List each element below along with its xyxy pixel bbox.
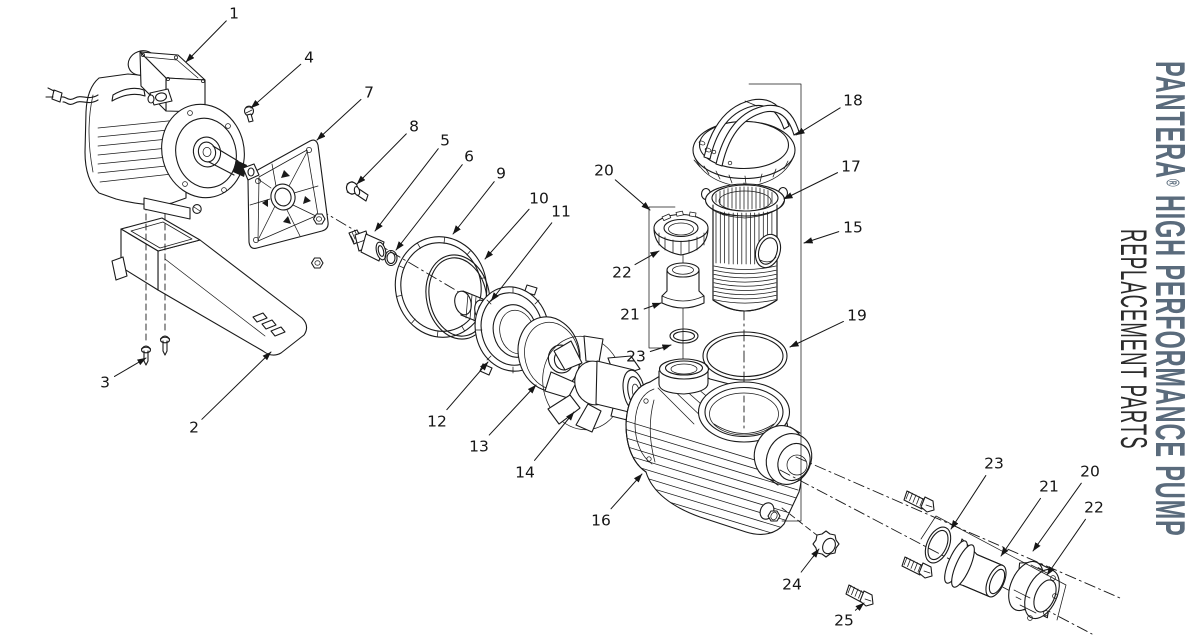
part-label-25: 25 (834, 612, 854, 630)
part-label-12: 12 (427, 413, 447, 431)
leader-line-24 (800, 548, 820, 573)
leader-line-13 (488, 384, 537, 436)
registered-mark: ® (1161, 178, 1183, 188)
part-label-22: 22 (612, 264, 632, 282)
brand-rest: HIGH PERFORMANCE PUMP (1147, 187, 1194, 537)
part-screw-4 (243, 105, 255, 123)
part-impeller (542, 335, 646, 433)
subtitle: REPLACEMENT PARTS (1113, 229, 1154, 450)
leader-line-11 (490, 222, 553, 302)
part-label-23: 23 (984, 455, 1004, 473)
part-label-6: 6 (464, 148, 474, 166)
part-oring-6 (384, 249, 398, 267)
leader-line-21 (643, 302, 662, 310)
leader-line-21 (1000, 497, 1042, 557)
leader-line-16 (610, 473, 643, 510)
leader-line-10 (484, 208, 530, 260)
part-label-13: 13 (469, 438, 489, 456)
leader-line-20 (1032, 482, 1082, 552)
part-union-tail-bottom (944, 538, 1007, 598)
leader-line-7 (316, 98, 362, 141)
drain-plug-axis (781, 507, 819, 537)
part-union-tail-top (661, 262, 705, 309)
part-label-8: 8 (409, 118, 419, 136)
part-label-23: 23 (626, 348, 646, 366)
leader-line-9 (452, 181, 495, 235)
part-label-1: 1 (229, 5, 239, 23)
leader-line-22 (1046, 518, 1086, 576)
part-bolt-25 (845, 584, 874, 607)
leader-line-18 (795, 107, 841, 136)
bracket-20-top (648, 206, 676, 349)
part-label-20: 20 (1080, 463, 1100, 481)
leader-line-5 (374, 148, 439, 232)
part-label-11: 11 (551, 203, 571, 221)
part-label-15: 15 (843, 219, 863, 237)
part-union-nut-bottom (1008, 560, 1060, 621)
part-label-7: 7 (364, 84, 374, 102)
part-bolt-b (901, 556, 933, 579)
part-screw-motor-face (192, 204, 202, 214)
part-base-screws (140, 335, 171, 366)
part-oring-23-bottom (924, 526, 952, 564)
part-oring-10 (425, 254, 491, 340)
part-label-16: 16 (591, 512, 611, 530)
brand-title: PANTERA® HIGH PERFORMANCE PUMP (1147, 61, 1194, 537)
leader-line-23 (649, 344, 672, 353)
part-hex-bolt-lower (310, 257, 324, 269)
part-label-19: 19 (847, 307, 867, 325)
part-label-24: 24 (782, 576, 802, 594)
part-strainer-lid (692, 98, 800, 188)
part-label-4: 4 (304, 49, 314, 67)
part-oring-23-top (669, 328, 699, 344)
part-union-nut-top (653, 210, 709, 256)
part-label-21: 21 (1039, 478, 1059, 496)
leader-line-8 (356, 133, 407, 185)
leader-line-2 (201, 351, 272, 420)
part-motor (45, 50, 247, 220)
leader-line-1 (185, 20, 227, 63)
part-label-21: 21 (620, 306, 640, 324)
part-bolt-a (903, 490, 935, 513)
leader-line-3 (113, 357, 147, 377)
part-strainer-basket (700, 183, 789, 312)
part-label-3: 3 (100, 374, 110, 392)
part-label-10: 10 (529, 190, 549, 208)
part-seal-plate (242, 139, 329, 249)
leader-line-19 (789, 320, 844, 348)
base-screw-guides (145, 183, 166, 345)
part-drain-plug-knob (812, 530, 840, 558)
part-label-22: 22 (1084, 499, 1104, 517)
leader-line-14 (533, 411, 575, 461)
brand-name: PANTERA (1147, 61, 1194, 179)
leader-line-6 (395, 164, 463, 251)
part-label-14: 14 (515, 464, 535, 482)
part-label-2: 2 (189, 419, 199, 437)
part-label-20: 20 (594, 162, 614, 180)
part-base (111, 217, 308, 356)
part-label-9: 9 (496, 165, 506, 183)
leader-line-25 (854, 602, 865, 612)
leader-line-15 (803, 231, 840, 244)
part-label-5: 5 (440, 132, 450, 150)
part-shaft-sleeve (348, 229, 387, 262)
part-pump-body (625, 358, 813, 535)
part-bolt-8 (345, 181, 369, 202)
part-label-18: 18 (843, 92, 863, 110)
leader-line-20 (614, 179, 651, 211)
leader-line-17 (783, 172, 839, 200)
leader-line-12 (446, 361, 489, 411)
leader-line-4 (250, 63, 302, 109)
leader-line-23 (950, 475, 987, 530)
part-label-17: 17 (841, 158, 861, 176)
part-oring-19 (702, 331, 788, 381)
bracket-15 (748, 83, 802, 522)
leader-line-22 (634, 250, 660, 266)
